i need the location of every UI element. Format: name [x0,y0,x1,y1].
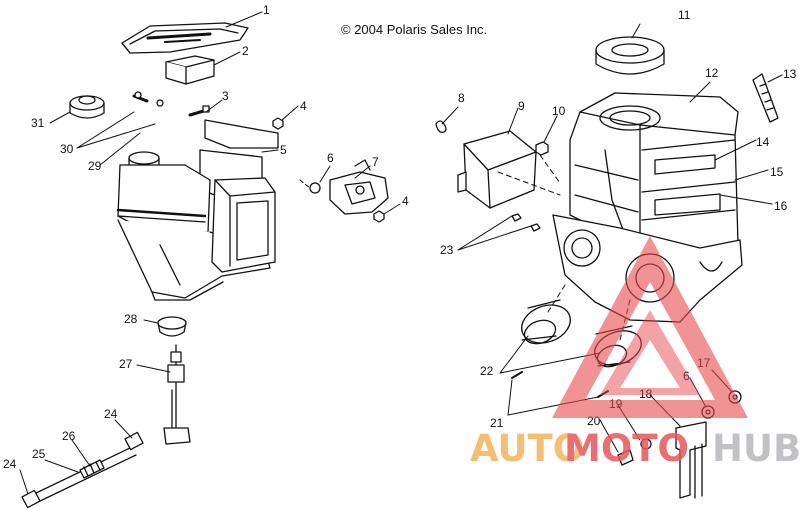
part-clamp [752,73,779,123]
part-clip [435,120,447,133]
callout-label: 7 [372,155,379,169]
part-bolt [188,105,210,117]
callout-label: 9 [518,99,525,113]
part-pump [309,159,389,215]
callout-label: 30 [60,142,74,156]
watermark-triangle-icon [552,236,748,418]
watermark: AUTO MOTO HUB [470,236,800,470]
watermark-text-hub: HUB [712,427,800,470]
callout-label: 6 [327,151,334,165]
part-block [165,55,215,85]
callout-label: 25 [32,447,46,461]
callout-label: 26 [62,429,76,443]
callout-label: 24 [104,407,118,421]
callout-label: 14 [756,135,770,149]
callout-label: 31 [31,116,45,130]
callout-label: 4 [300,99,307,113]
callout-label: 27 [119,357,133,371]
callout-label: 1 [263,3,270,17]
callout-label: 4 [402,194,409,208]
callout-label: 10 [552,104,566,118]
callout-label: 29 [88,159,102,173]
callout-label: 15 [770,165,784,179]
callout-label: 5 [280,143,287,157]
part-nut-lower [373,210,385,223]
part-cap [69,95,105,119]
part-screw [132,91,164,107]
part-hose [21,431,144,509]
callout-label: 11 [678,8,691,22]
watermark-text-auto: AUTO [470,427,584,470]
callout-label: 12 [705,66,719,80]
callout-label: 8 [458,91,465,105]
callout-label: 24 [3,457,17,471]
part-module [457,130,537,209]
part-sensor [163,344,191,445]
copyright-text: © 2004 Polaris Sales Inc. [341,22,488,37]
part-reservoir [116,119,279,301]
callout-label: 3 [222,89,229,103]
part-screws [511,213,541,232]
part-bracket [617,421,707,499]
callout-label: 16 [774,199,788,213]
part-grommet [157,316,187,337]
callout-label: 28 [124,312,138,326]
part-connector [535,141,549,156]
callout-label: 21 [490,416,504,430]
part-lid [121,22,249,54]
callout-label: 22 [480,364,494,378]
part-nut [272,117,284,130]
part-ring [595,36,665,75]
callout-label: 13 [783,67,797,81]
watermark-text-moto: MOTO [564,427,689,470]
callout-label: 23 [440,243,454,257]
part-airbox [552,92,743,323]
callout-label: 2 [242,44,249,58]
